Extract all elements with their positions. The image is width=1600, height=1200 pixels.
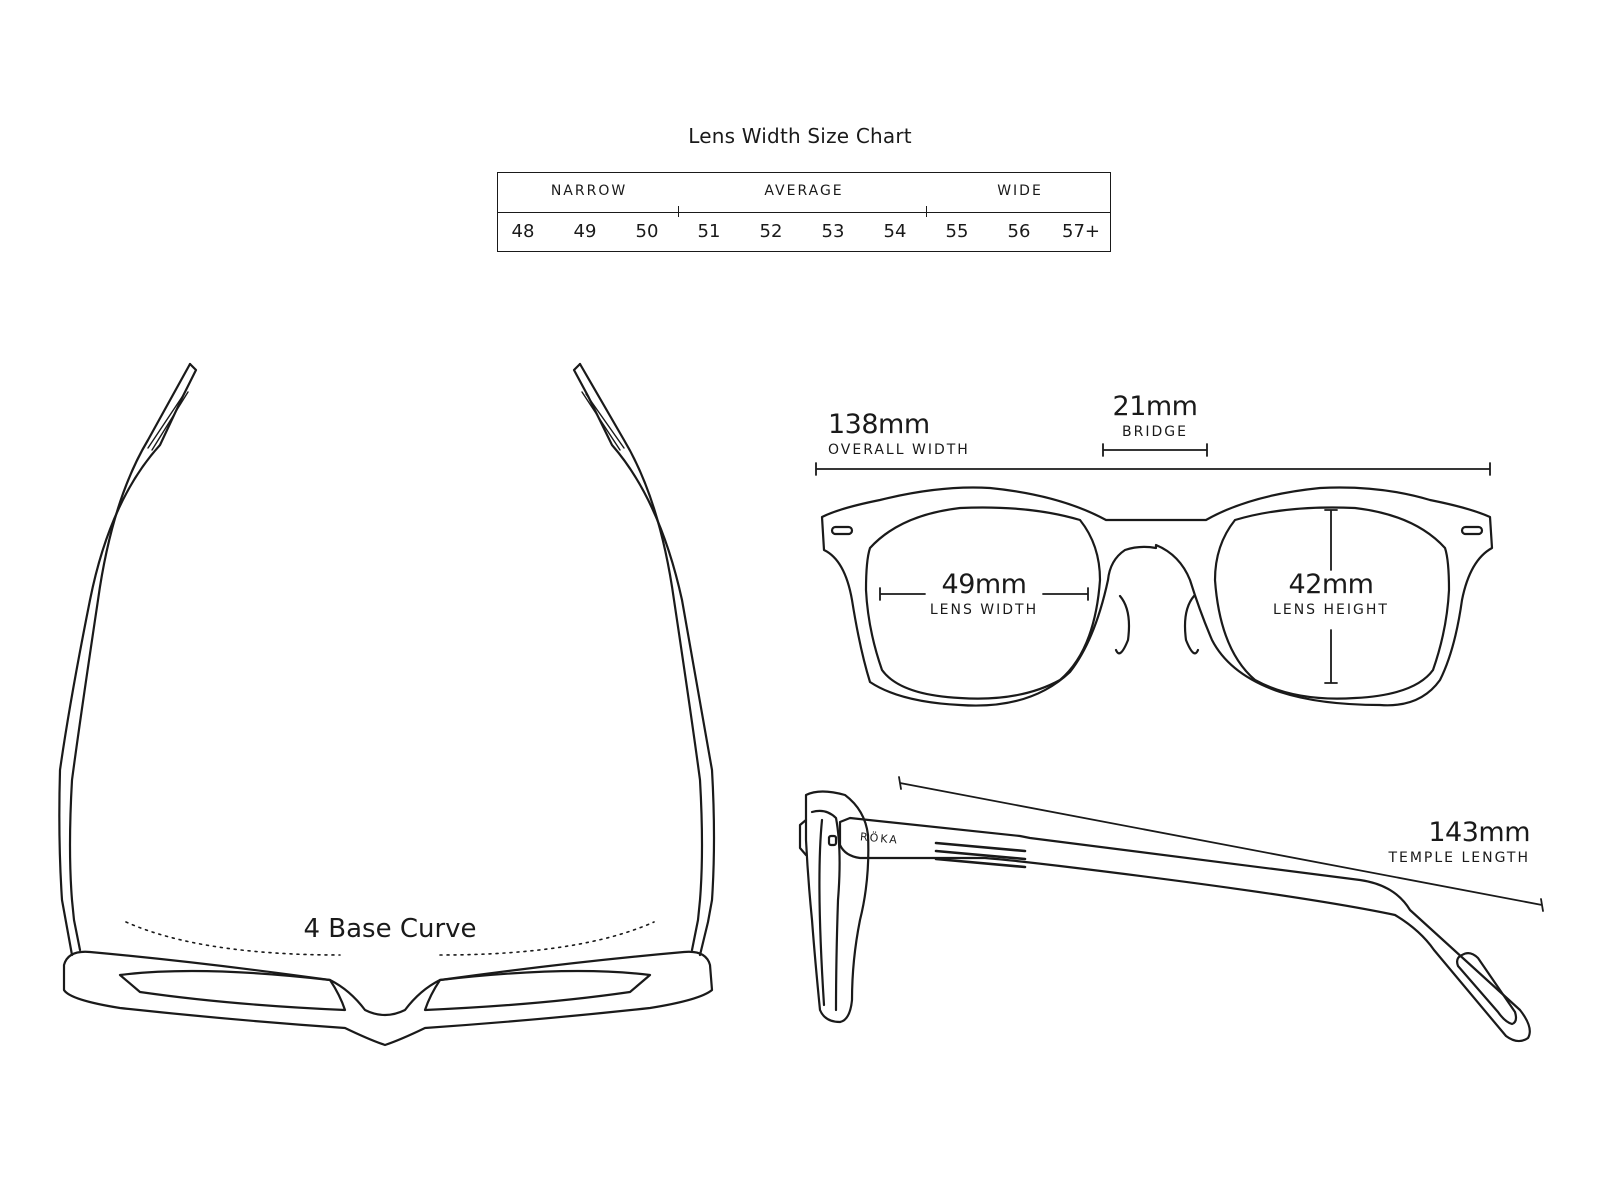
- top-view-right-temple-outer: [572, 362, 716, 957]
- overall-width-value: 138mm: [828, 409, 930, 440]
- base-curve-label: 4 Base Curve: [303, 914, 477, 944]
- bridge-line: [1102, 443, 1208, 457]
- side-view-nosepad: [798, 818, 808, 857]
- base-curve-arc-right: [439, 921, 655, 956]
- top-view-left-temple-inner: [68, 362, 192, 952]
- temple-length-value: 143mm: [1428, 817, 1530, 848]
- size-chart-divider: [498, 212, 1110, 213]
- side-view-temple-accent-lines: [934, 841, 1027, 869]
- size-value: 55: [945, 221, 969, 242]
- size-group-wide: WIDE: [997, 183, 1043, 199]
- lens-width-line: [879, 587, 1089, 601]
- side-view-temple: [838, 816, 1531, 1043]
- front-left-nosepad: [1114, 594, 1131, 655]
- bridge-label: BRIDGE: [1122, 424, 1188, 440]
- front-left-lens: [864, 506, 1102, 700]
- overall-width-line: [815, 462, 1491, 476]
- lens-height-line: [1324, 509, 1338, 684]
- temple-length-label: TEMPLE LENGTH: [1388, 850, 1530, 866]
- lens-height-label: LENS HEIGHT: [1273, 602, 1389, 618]
- top-view-drawing: [58, 362, 716, 1047]
- size-value: 51: [697, 221, 721, 242]
- size-value: 49: [573, 221, 597, 242]
- size-value: 48: [511, 221, 535, 242]
- side-view-rim-detail: [810, 809, 841, 1012]
- size-value: 54: [883, 221, 907, 242]
- front-measurements: [815, 443, 1491, 684]
- overall-width-label: OVERALL WIDTH: [828, 442, 970, 458]
- size-value: 52: [759, 221, 783, 242]
- side-view-front-rim: [804, 790, 870, 1024]
- front-left-hinge-pin: [830, 525, 854, 536]
- bridge-value: 21mm: [1112, 391, 1198, 422]
- top-view-left-temple-outer: [58, 362, 198, 957]
- size-chart-table: NARROW AVERAGE WIDE 48 49 50 51 52 53 54…: [497, 172, 1111, 252]
- temple-length-line: [898, 776, 1544, 912]
- top-view-left-grip: [147, 391, 189, 451]
- side-view-temple-tip-grip: [1456, 951, 1518, 1026]
- size-chart-title: Lens Width Size Chart: [688, 124, 912, 148]
- lens-height-value: 42mm: [1288, 569, 1374, 600]
- top-view-front-frame: [62, 950, 714, 1047]
- size-chart-group-tick: [926, 206, 927, 217]
- front-view-drawing: [820, 486, 1494, 707]
- side-view-hinge-screw: [827, 834, 838, 847]
- front-right-lens: [1213, 506, 1451, 700]
- size-value: 56: [1007, 221, 1031, 242]
- front-frame-outline: [820, 486, 1494, 707]
- base-curve-arc-left: [125, 921, 341, 956]
- top-view-right-temple-inner: [578, 362, 704, 952]
- size-group-narrow: NARROW: [550, 183, 628, 199]
- lens-width-label: LENS WIDTH: [929, 602, 1039, 618]
- size-value: 50: [635, 221, 659, 242]
- side-view-drawing: [798, 790, 1531, 1043]
- size-value: 53: [821, 221, 845, 242]
- front-right-nosepad: [1183, 594, 1200, 655]
- size-value: 57+: [1062, 221, 1100, 242]
- size-chart-group-tick: [678, 206, 679, 217]
- top-view-right-lens: [423, 969, 652, 1012]
- lens-width-value: 49mm: [941, 569, 1027, 600]
- front-right-hinge-pin: [1460, 525, 1484, 536]
- size-group-average: AVERAGE: [764, 183, 844, 199]
- top-view-right-grip: [581, 391, 625, 451]
- top-view-left-lens: [118, 969, 347, 1012]
